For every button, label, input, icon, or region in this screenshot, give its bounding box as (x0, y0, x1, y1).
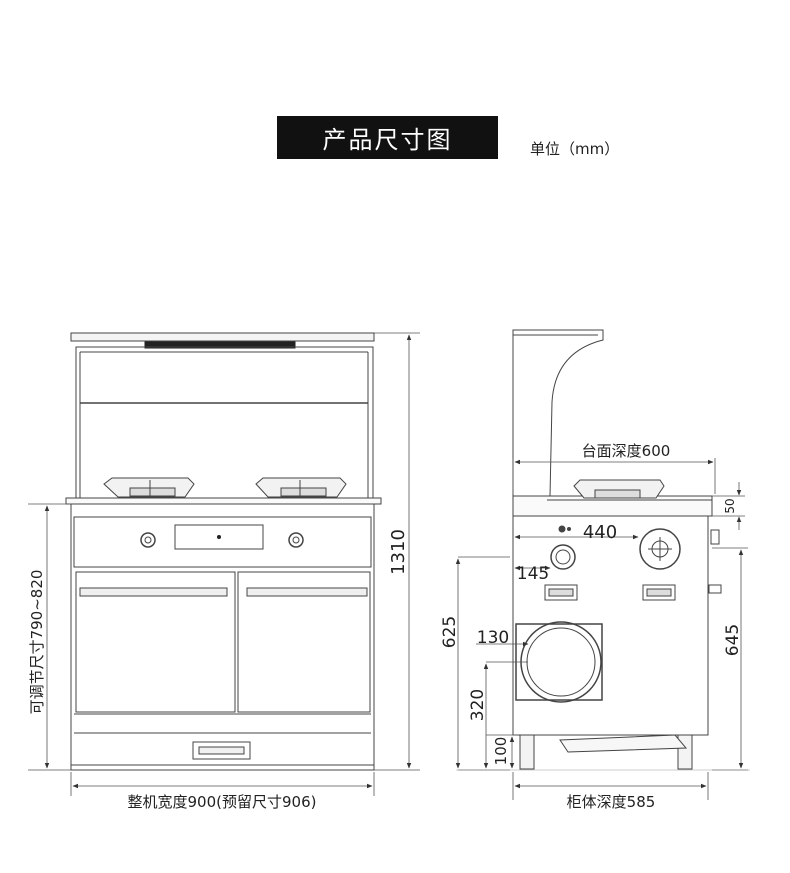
dim-625-label: 625 (440, 616, 460, 648)
dim-645-label: 645 (723, 624, 743, 656)
dim-320-label: 320 (468, 689, 488, 721)
top-thickness-label: 50 (723, 498, 737, 513)
burner-right (255, 477, 347, 498)
front-width-label: 整机宽度900(预留尺寸906) (128, 793, 317, 811)
adjustable-height-label: 可调节尺寸790~820 (28, 570, 46, 715)
side-view (512, 329, 722, 770)
front-height-label: 1310 (388, 529, 409, 575)
front-dimensions (28, 332, 420, 796)
cabinet-depth-label: 柜体深度585 (567, 793, 656, 811)
burner-left (103, 477, 195, 498)
page-title: 产品尺寸图 (277, 116, 498, 159)
side-dimensions (455, 458, 750, 800)
control-display (174, 524, 264, 550)
dim-440-label: 440 (583, 522, 617, 543)
gas-port (639, 528, 681, 570)
knob-left (140, 532, 156, 548)
door-right (237, 571, 371, 713)
unit-note: 单位（mm） (530, 140, 620, 158)
exhaust-duct (515, 623, 603, 701)
counter-depth-label: 台面深度600 (582, 442, 671, 460)
dim-145-label: 145 (517, 564, 549, 584)
dim-130-label: 130 (477, 628, 509, 648)
water-inlet-small (550, 544, 576, 570)
door-left (75, 571, 236, 713)
front-view (65, 332, 382, 771)
dim-100-label: 100 (492, 737, 510, 766)
knob-right (288, 532, 304, 548)
